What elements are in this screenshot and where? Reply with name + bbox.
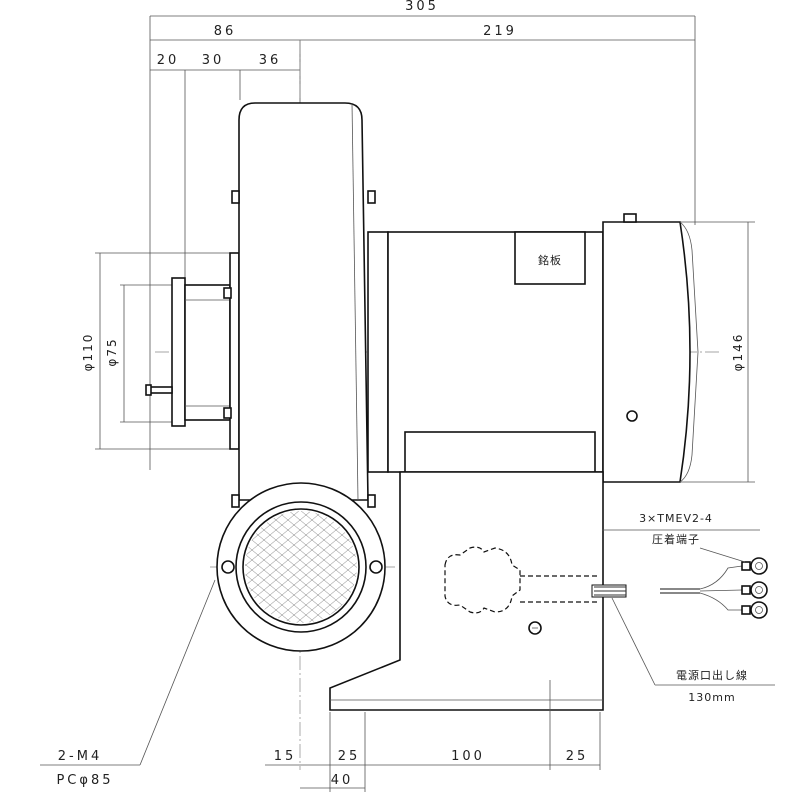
lead-length-label: 130mm: [688, 691, 735, 704]
outlet-flange: [216, 482, 386, 652]
dim-left-width: 86: [214, 24, 237, 39]
left-dimensions: φ110 φ75: [81, 252, 230, 450]
base-stand: [329, 471, 604, 711]
pcd-label: PCφ85: [56, 773, 113, 788]
dim-base-25-left: 25: [338, 749, 361, 764]
dim-right-width: 219: [483, 24, 517, 39]
screw-spec-label: 2-M4: [58, 749, 102, 764]
dim-base-15: 15: [274, 749, 297, 764]
dim-seg-20: 20: [157, 53, 180, 68]
nameplate-label: 銘板: [538, 253, 562, 267]
crimp-terminal-icon: [741, 557, 768, 619]
lead-name-label: 電源口出し線: [676, 668, 748, 682]
motor-screw: [626, 410, 638, 422]
dim-motor-diameter: φ146: [731, 333, 745, 372]
terminal-box-hidden: [444, 546, 521, 614]
nameplate-plate: [514, 231, 586, 285]
dim-base-40: 40: [331, 773, 354, 788]
dim-outer-diameter: φ110: [81, 333, 95, 372]
dim-base-25-right: 25: [566, 749, 589, 764]
terminal-name-label: 圧着端子: [652, 532, 700, 546]
dim-seg-36: 36: [259, 53, 282, 68]
bottom-dimensions: 15 25 100 25 40: [265, 680, 601, 792]
dim-base-100: 100: [451, 749, 485, 764]
terminal-spec-label: 3×TMEV2-4: [639, 512, 713, 525]
motor: 銘板: [367, 213, 699, 483]
top-dimensions: 305 86 219 20 30 36: [149, 0, 696, 470]
dim-inner-diameter: φ75: [105, 337, 119, 366]
flange-bolt-right: [369, 560, 383, 574]
dim-seg-30: 30: [202, 53, 225, 68]
blower-housing: [145, 102, 376, 508]
power-lead: [591, 529, 775, 686]
flange-bolt-left: [221, 560, 235, 574]
dim-overall-width: 305: [405, 0, 439, 14]
